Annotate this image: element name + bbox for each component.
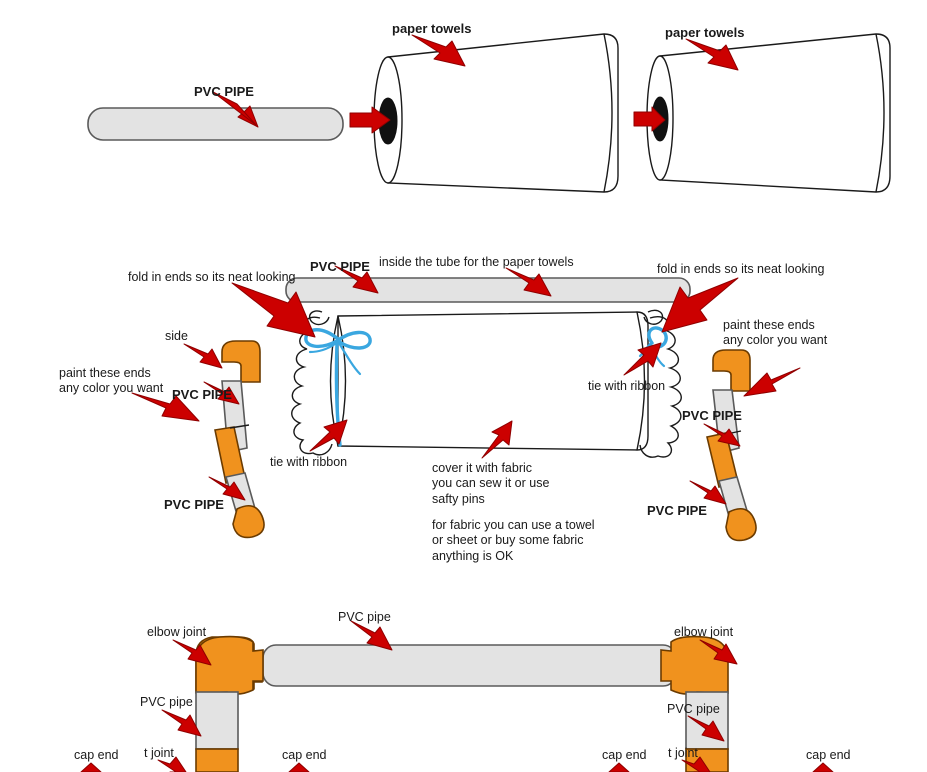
label-pvc-pipe-top-s2: PVC PIPE (310, 259, 370, 274)
label-pvc-pipe-left-upper-s2: PVC PIPE (172, 387, 232, 402)
fabric-gather-left (291, 316, 333, 456)
label-pvc-pipe-right-s3: PVC pipe (667, 702, 720, 716)
arrow-into-roll-left (349, 106, 391, 134)
ribbon-bow-right (647, 326, 668, 349)
pvc-t-joint-left-s3 (195, 748, 239, 772)
arrow-cap-end-2 (288, 762, 310, 772)
pvc-elbow-left-s3-outline (195, 635, 264, 695)
fabric-tube-right-end (636, 311, 646, 451)
pvc-elbow-left-s2-body (221, 340, 261, 383)
fabric-tube-body (337, 311, 649, 451)
ribbon-tail-left-3 (308, 342, 337, 354)
fabric-gather-right (639, 316, 682, 458)
arrow-cover-fabric (481, 420, 513, 459)
paper-towel-roll-left-body (387, 33, 619, 193)
fabric-gather-left-inner (308, 310, 330, 326)
label-fold-in-ends-right: fold in ends so its neat looking (657, 262, 825, 276)
label-cap-end-4: cap end (806, 748, 851, 762)
pvc-pipe-bar-3 (262, 644, 677, 687)
pvc-pipe-left-s3 (195, 691, 239, 750)
label-elbow-joint-right: elbow joint (674, 625, 734, 639)
arrow-fold-right (661, 277, 739, 333)
arrow-pvc-pipe-s1-b (212, 91, 257, 126)
arrow-paper-towels-left (411, 34, 466, 67)
pvc-pipe-bar-2 (285, 277, 691, 303)
arrow-pvc-pipe-left-s3 (161, 709, 202, 737)
pvc-left-s2-seam (229, 424, 250, 429)
label-pvc-pipe-left-s3: PVC pipe (140, 695, 193, 709)
arrow-elbow-right-s3 (699, 639, 738, 665)
label-elbow-joint-left: elbow joint (147, 625, 207, 639)
label-paint-these-ends-right: paint these ends any color you want (723, 318, 828, 348)
pvc-elbow-right-s3-outline (660, 635, 729, 695)
arrow-inside-tube (505, 267, 552, 297)
label-paper-towels-right: paper towels (665, 25, 745, 40)
section-3-artwork (80, 620, 834, 772)
label-t-joint-left: t joint (144, 746, 174, 760)
arrow-paint-right (743, 367, 801, 397)
label-pvc-pipe-s1: PVC PIPE (194, 84, 254, 99)
pvc-cap-left-s2 (232, 504, 265, 539)
label-cap-end-2: cap end (282, 748, 327, 762)
arrow-pvc-pipe-right-s3 (687, 715, 725, 742)
label-cap-end-1: cap end (74, 748, 119, 762)
pvc-elbow-right-s2-body (712, 349, 751, 392)
pvc-pipe-bar-1 (87, 107, 344, 141)
label-paint-these-ends-left: paint these ends any color you want (59, 366, 164, 396)
label-tie-with-ribbon-right: tie with ribbon (588, 379, 666, 393)
arrow-pvc-right-lower-s2 (689, 480, 727, 505)
arrow-cap-end-4 (812, 762, 834, 772)
fabric-gather-right-inner (643, 309, 664, 325)
fabric-tube-left-end (329, 315, 347, 447)
label-tie-with-ribbon-left: tie with ribbon (270, 455, 348, 469)
arrow-fold-left (231, 282, 316, 338)
section-1-artwork (87, 33, 891, 193)
label-t-joint-right: t joint (668, 746, 698, 760)
arrow-elbow-left-s3 (172, 639, 212, 666)
label-side: side (165, 329, 188, 343)
label-pvc-pipe-right-upper-s2: PVC PIPE (682, 408, 742, 423)
arrow-paper-towels-right (685, 38, 739, 71)
label-paper-towels-left: paper towels (392, 21, 472, 36)
arrow-tie-ribbon-right (623, 342, 662, 376)
label-for-fabric-options: for fabric you can use a towel or sheet … (432, 518, 595, 563)
ribbon-tail-left-2 (337, 341, 362, 376)
arrow-cap-end-3 (608, 762, 630, 772)
arrow-pvc-left-upper-s2 (203, 381, 240, 405)
label-fold-in-ends-left: fold in ends so its neat looking (128, 270, 296, 284)
label-pvc-pipe-right-lower-s2: PVC PIPE (647, 503, 707, 518)
pvc-cap-right-s2 (725, 507, 757, 542)
label-cover-it-with-fabric: cover it with fabric you can sew it or u… (432, 461, 550, 506)
arrow-paint-left (131, 392, 200, 422)
paper-towel-roll-left-cap-right (603, 33, 613, 193)
arrow-cap-end-1 (80, 762, 102, 772)
label-inside-the-tube: inside the tube for the paper towels (379, 255, 574, 269)
arrow-side (183, 343, 223, 369)
arrow-t-joint-left-s3 (157, 756, 187, 772)
paper-towel-roll-right-cap-right (875, 33, 885, 193)
arrow-pvc-pipe-top-s3 (350, 620, 393, 651)
label-pvc-pipe-left-lower-s2: PVC PIPE (164, 497, 224, 512)
label-cap-end-3: cap end (602, 748, 647, 762)
arrow-pvc-right-upper-s2 (703, 423, 741, 447)
paper-towel-roll-right-body (659, 33, 891, 193)
arrow-into-roll-right (633, 106, 666, 132)
arrow-pvc-left-lower-s2 (208, 476, 246, 501)
section-2-artwork (131, 265, 801, 542)
arrow-t-joint-right-s3 (681, 756, 711, 772)
label-pvc-pipe-top-s3: PVC pipe (338, 610, 391, 624)
arrow-pvc-pipe-top-s2 (334, 265, 379, 294)
arrow-tie-ribbon-left (309, 419, 348, 452)
